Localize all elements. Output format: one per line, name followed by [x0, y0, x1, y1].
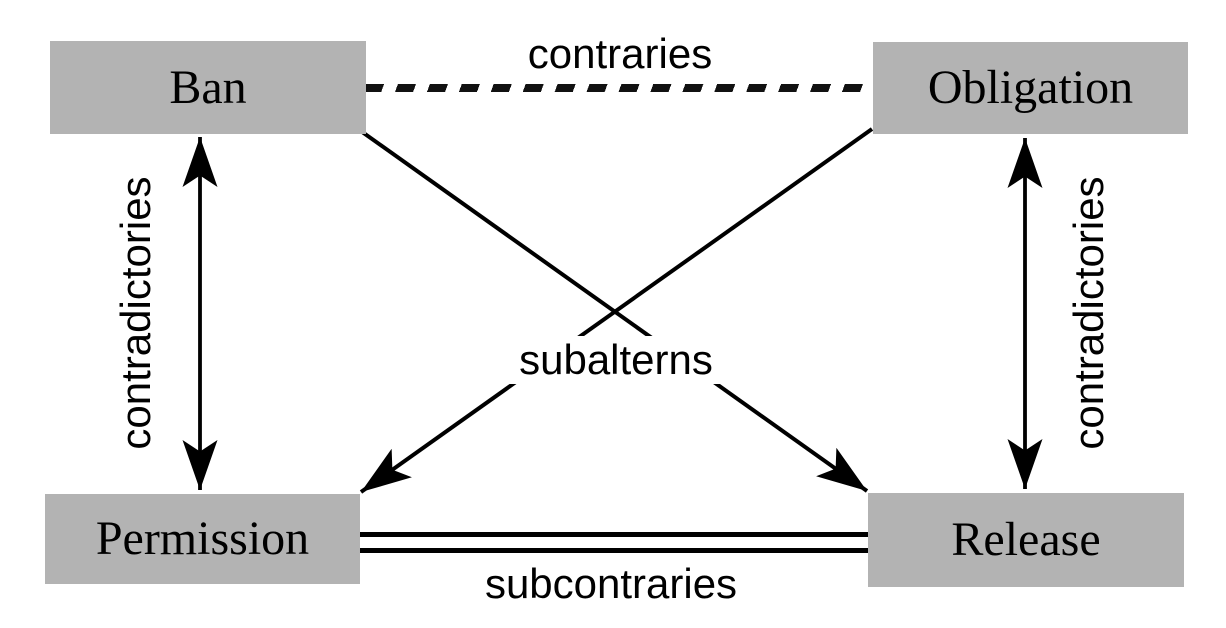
subcontraries-label: subcontraries — [484, 560, 738, 607]
contraries-dashed-line — [366, 84, 874, 92]
node-obligation: Obligation — [873, 42, 1188, 134]
subcontraries-double-line — [360, 532, 868, 553]
subaltern-arrow-obligation-permission — [359, 127, 874, 494]
contradictories-right-label: contradictories — [1065, 176, 1112, 450]
contraries-label: contraries — [527, 30, 713, 77]
contradictories-left-label: contradictories — [112, 176, 159, 450]
node-ban: Ban — [50, 41, 366, 134]
subaltern-arrow-ban-release — [356, 127, 869, 493]
node-permission: Permission — [45, 494, 360, 584]
node-release: Release — [868, 493, 1184, 587]
subalterns-label: subalterns — [505, 336, 727, 384]
